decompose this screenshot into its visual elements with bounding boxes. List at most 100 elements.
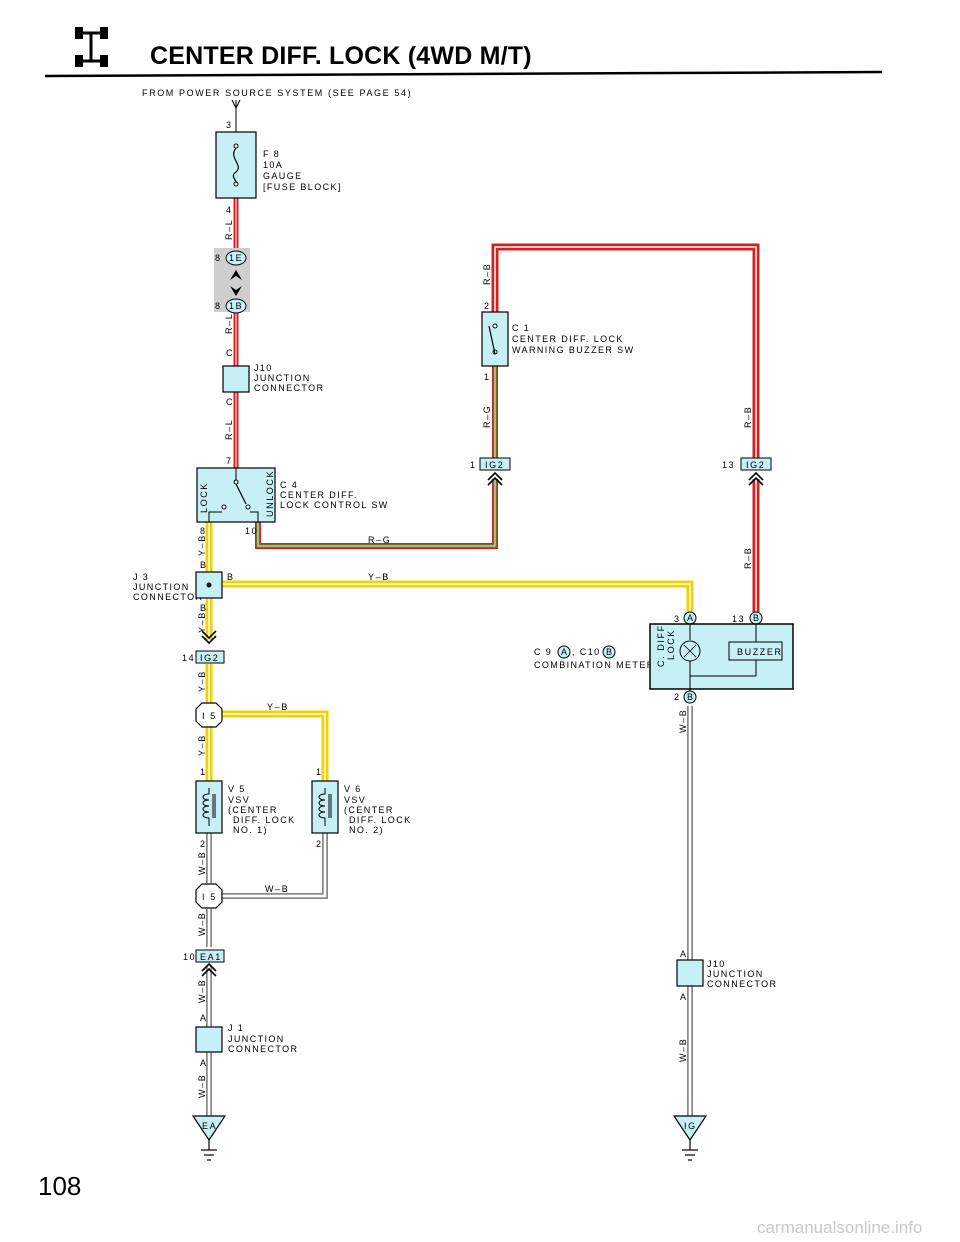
- junction-connector-j3: [195, 571, 223, 599]
- j3-line2: CONNECTOR: [133, 592, 203, 602]
- header-logo-icon: [75, 27, 108, 67]
- wire-label-y-b-6: Y–B: [197, 734, 207, 756]
- wire-label-w-b-6: W–B: [678, 709, 688, 733]
- ground-ig: IG: [672, 1115, 708, 1142]
- v6-pin-top: 1: [316, 767, 323, 777]
- meter-legend-b-circle: [602, 645, 616, 659]
- header-rule: [44, 70, 883, 78]
- fuse-f8: [215, 131, 257, 199]
- meter-pin3: 3: [674, 614, 681, 624]
- v6-line4: NO. 2): [349, 825, 384, 835]
- v6-pin-bot: 2: [316, 839, 323, 849]
- wire-label-r-l-2: R–L: [224, 313, 234, 334]
- wire-label-y-b-2: Y–B: [197, 534, 207, 556]
- ground-icon: [201, 1140, 217, 1161]
- j10a-line1: JUNCTION: [254, 373, 311, 383]
- j10a-pin-top: C: [226, 348, 234, 358]
- ea1-pin: 10: [183, 952, 196, 962]
- ig2-left-label: IG2: [485, 460, 504, 470]
- wire-label-r-g-1: R–G: [482, 405, 492, 428]
- wire-label-r-b-2: R–B: [743, 406, 753, 428]
- j1-pin-bot: A: [200, 1058, 208, 1068]
- f8-pin-in: 3: [226, 120, 233, 130]
- c4-pin-top: 7: [226, 456, 233, 466]
- ground-icon: [682, 1140, 698, 1161]
- wire-labels: R–L R–L R–L R–B R–G R–B R–B R–G Y–B Y–B …: [197, 219, 753, 1098]
- j10b-line1: JUNCTION: [707, 969, 764, 979]
- solenoid-v6: [311, 780, 339, 834]
- conn-1e-pin: 8: [215, 253, 222, 263]
- ea1-label: EA1: [200, 952, 222, 962]
- j10b-code: J10: [707, 959, 726, 969]
- wire-label-y-b-4: Y–B: [197, 670, 207, 692]
- v5-code: V 5: [228, 784, 246, 794]
- v6-line2: (CENTER: [344, 805, 394, 815]
- svg-text:I 5: I 5: [202, 892, 217, 902]
- connector-arrow-icon: [230, 270, 242, 296]
- meter-pin13-conn-label: B: [753, 613, 761, 623]
- j3-pin-top: B: [200, 560, 208, 570]
- wire-label-y-b-3: Y–B: [197, 611, 207, 633]
- meter-pin2-conn-label: B: [687, 692, 695, 702]
- wire-label-w-b-1: W–B: [197, 851, 207, 875]
- v5-line4: NO. 1): [233, 825, 268, 835]
- wire-label-r-l-1: R–L: [224, 219, 234, 240]
- wire-label-w-b-2: W–B: [265, 884, 289, 894]
- c1-line1: CENTER DIFF. LOCK: [512, 334, 624, 344]
- splice-i5-bottom: I 5: [195, 883, 223, 909]
- wire-label-w-b-5: W–B: [197, 1074, 207, 1098]
- page-title: CENTER DIFF. LOCK (4WD M/T): [150, 42, 532, 70]
- combination-meter: [649, 623, 794, 692]
- j10b-pin-top: A: [680, 949, 688, 959]
- power-source-arrow-icon: [231, 99, 241, 132]
- c4-lock-label: LOCK: [199, 482, 209, 513]
- v5-line3: DIFF. LOCK: [233, 815, 296, 825]
- meter-pin2-conn: [683, 690, 697, 704]
- meter-legend-c10: , C10: [572, 647, 601, 657]
- ground-ea: EA: [191, 1115, 227, 1142]
- wire-label-r-l-3: R–L: [224, 419, 234, 440]
- meter-cdiff-line1: C. DIFF: [656, 624, 666, 667]
- f8-line3: [FUSE BLOCK]: [263, 182, 342, 192]
- j3-code: J 3: [133, 572, 149, 582]
- coil-icon: [318, 788, 326, 826]
- meter-pin2: 2: [674, 692, 681, 702]
- ig2-left-pin: 1: [470, 460, 477, 470]
- source-note: FROM POWER SOURCE SYSTEM (SEE PAGE 54): [142, 88, 412, 98]
- v5-line2: (CENTER: [228, 805, 278, 815]
- wire-label-r-b-1: R–B: [482, 263, 492, 285]
- svg-text:1B: 1B: [229, 301, 243, 311]
- wire-label-w-b-7: W–B: [678, 1038, 688, 1062]
- meter-legend-c9: C 9: [534, 647, 552, 657]
- c4-pin-lock: 8: [200, 526, 207, 536]
- svg-text:IG: IG: [684, 1121, 697, 1131]
- conn-1b-pin: 8: [215, 301, 222, 311]
- f8-line2: GAUGE: [263, 171, 303, 181]
- meter-legend-a: A: [561, 647, 569, 657]
- j3-pin-bot: B: [200, 603, 208, 613]
- v5-pin-top: 1: [200, 767, 207, 777]
- c4-unlock-label: UNLOCK: [265, 470, 275, 517]
- v6-code: V 6: [344, 784, 362, 794]
- wire-r-b: [491, 243, 760, 612]
- c4-line1: CENTER DIFF.: [280, 490, 358, 500]
- wire-label-w-b-3: W–B: [197, 912, 207, 936]
- j1-line2: CONNECTOR: [228, 1044, 298, 1054]
- f8-line1: 10A: [263, 160, 283, 170]
- j10b-pin-bot: A: [680, 992, 688, 1002]
- connector-ig2-right: [740, 457, 772, 471]
- switch-c1: [481, 311, 509, 367]
- connector-ea1: [195, 949, 225, 963]
- coil-icon: [202, 788, 210, 826]
- j1-line1: JUNCTION: [228, 1034, 285, 1044]
- wire-label-r-b-3: R–B: [743, 547, 753, 569]
- svg-text:I 5: I 5: [202, 711, 217, 721]
- c4-line2: LOCK CONTROL SW: [280, 500, 389, 510]
- fuse-icon: [232, 147, 239, 183]
- j10b-line2: CONNECTOR: [707, 979, 777, 989]
- j10a-code: J10: [254, 363, 273, 373]
- c4-pin-unlock: 10: [245, 526, 258, 536]
- f8-code: F 8: [263, 149, 280, 159]
- meter-legend-b: B: [606, 647, 614, 657]
